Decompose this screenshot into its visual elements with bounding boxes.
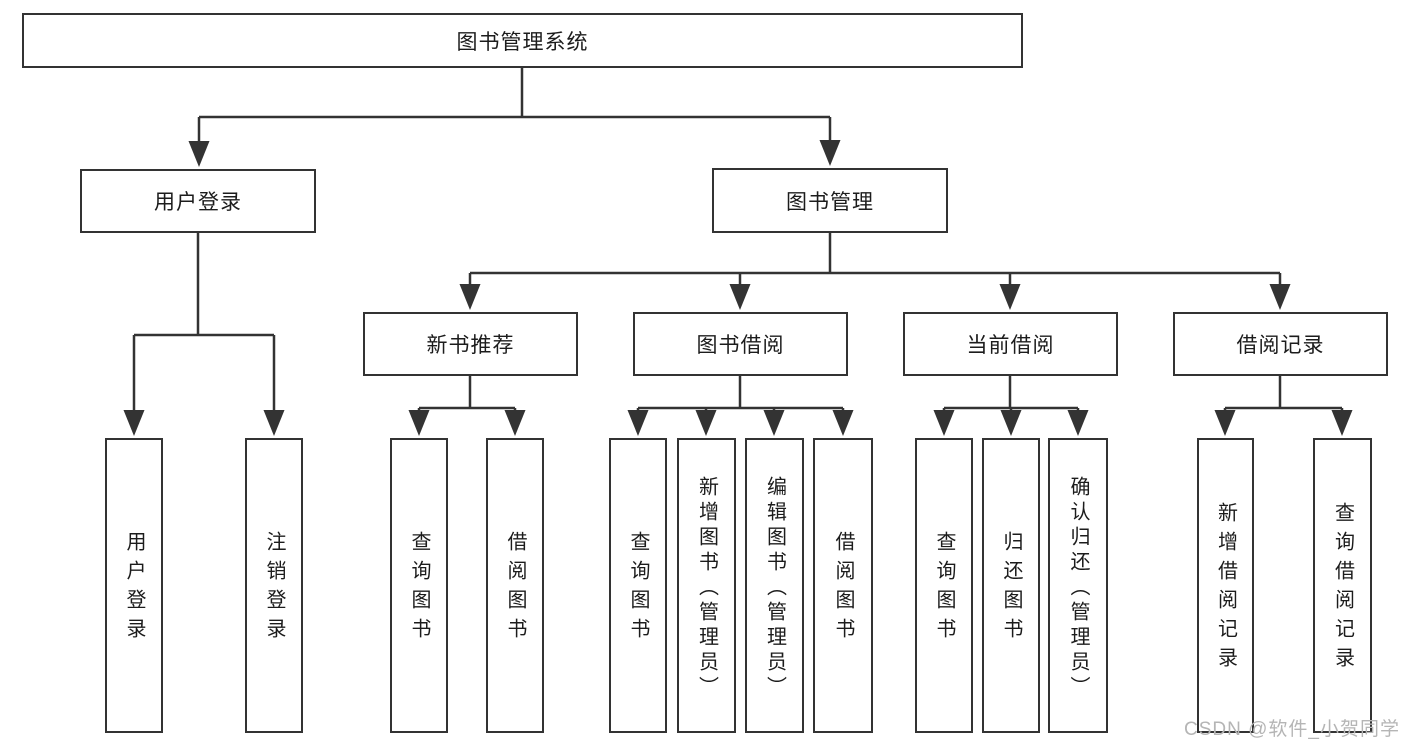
leaf-borrow-books: 借阅图书 — [813, 438, 873, 733]
leaf-edit-books-admin: 编辑图书（管理员） — [745, 438, 804, 733]
leaf-borrow-books-recommend: 借阅图书 — [486, 438, 544, 733]
node-root-system: 图书管理系统 — [22, 13, 1023, 68]
node-current-borrow: 当前借阅 — [903, 312, 1118, 376]
leaf-user-login: 用户登录 — [105, 438, 163, 733]
node-borrow-records: 借阅记录 — [1173, 312, 1388, 376]
node-new-book-recommend: 新书推荐 — [363, 312, 578, 376]
csdn-watermark: CSDN @软件_小贺同学 — [1184, 719, 1400, 740]
leaf-query-books-recommend: 查询图书 — [390, 438, 448, 733]
leaf-confirm-return-admin: 确认归还（管理员） — [1048, 438, 1108, 733]
leaf-query-borrow-record: 查询借阅记录 — [1313, 438, 1372, 733]
leaf-add-books-admin: 新增图书（管理员） — [677, 438, 736, 733]
node-book-management: 图书管理 — [712, 168, 948, 233]
leaf-return-books: 归还图书 — [982, 438, 1040, 733]
leaf-add-borrow-record: 新增借阅记录 — [1197, 438, 1254, 733]
node-user-login: 用户登录 — [80, 169, 316, 233]
node-book-borrow: 图书借阅 — [633, 312, 848, 376]
leaf-query-books-borrow: 查询图书 — [609, 438, 667, 733]
leaf-query-books-current: 查询图书 — [915, 438, 973, 733]
leaf-logout: 注销登录 — [245, 438, 303, 733]
